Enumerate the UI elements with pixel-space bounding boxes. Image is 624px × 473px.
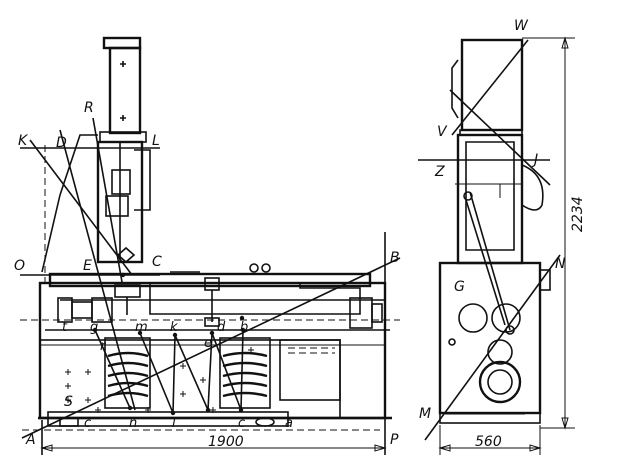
label-l: l	[172, 416, 176, 431]
joint-points	[92, 272, 246, 416]
spring-stack-left	[104, 337, 151, 409]
label-n: n	[129, 416, 137, 431]
label-O: O	[14, 258, 25, 274]
label-N: N	[555, 256, 566, 272]
label-b: b	[240, 320, 248, 335]
label-a: a	[285, 416, 293, 431]
label-A: A	[25, 432, 36, 448]
label-C: C	[152, 254, 162, 270]
dimension-560: 560	[475, 434, 502, 450]
label-J: J	[531, 152, 538, 168]
label-R: R	[84, 100, 94, 116]
label-d: d	[217, 320, 226, 335]
label-L: L	[152, 133, 160, 149]
label-K: K	[18, 133, 29, 149]
label-t: t	[62, 320, 68, 335]
label-G: G	[454, 279, 465, 295]
label-E: E	[83, 258, 92, 274]
label-g: g	[90, 320, 98, 335]
label-P: P	[390, 432, 399, 448]
label-V: V	[437, 124, 448, 140]
label-D: D	[56, 135, 67, 151]
label-k: k	[170, 320, 178, 335]
dimension-2234: 2234	[570, 196, 586, 232]
front-view	[418, 36, 575, 455]
label-Z: Z	[434, 164, 445, 180]
label-W: W	[514, 18, 529, 34]
label-S: S	[64, 394, 73, 410]
label-e: e	[204, 336, 212, 351]
dimension-labels: 1900 560 2234	[208, 196, 586, 450]
label-m: m	[135, 320, 148, 335]
plus-marks	[65, 347, 254, 413]
spring-stack-right	[219, 337, 271, 409]
column	[96, 36, 151, 264]
label-M: M	[419, 406, 431, 422]
side-view	[20, 36, 401, 455]
dimension-1900: 1900	[208, 434, 244, 450]
point-labels: W K D R L V J Z O E C B N G t g m k d b …	[14, 18, 566, 448]
label-r: r	[100, 339, 107, 354]
label-c-left: c	[84, 416, 91, 431]
label-c: c	[238, 416, 245, 431]
label-B: B	[390, 250, 400, 266]
